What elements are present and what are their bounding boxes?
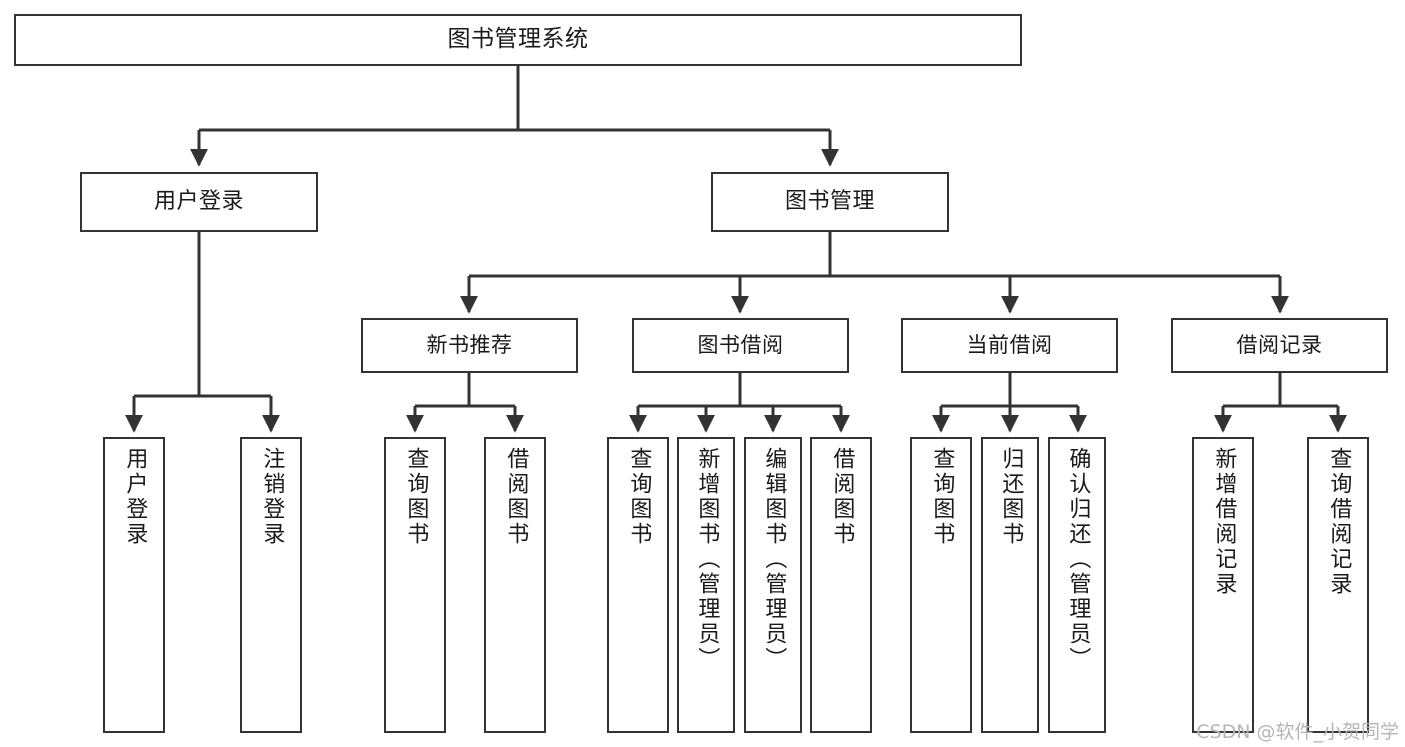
node-new-book-recommend[interactable]: 新书推荐 [361,318,578,373]
node-book-borrow-label: 图书借阅 [697,332,784,357]
leaf-query-book-current[interactable]: 查询图书 [910,437,972,733]
leaf-edit-book-admin[interactable]: 编辑图书（管理员） [744,437,802,733]
leaf-confirm-return-admin-label: 确认归还（管理员） [1065,447,1091,672]
leaf-return-book-label: 归还图书 [998,447,1024,547]
node-borrow-record[interactable]: 借阅记录 [1171,318,1388,373]
leaf-user-login-label: 用户登录 [122,447,148,547]
leaf-query-borrow-record-label: 查询借阅记录 [1326,447,1352,597]
node-book-management-label: 图书管理 [784,188,875,214]
leaf-borrow-book-recommend[interactable]: 借阅图书 [484,437,546,733]
leaf-query-book-borrow-label: 查询图书 [626,447,652,547]
leaf-query-book-recommend-label: 查询图书 [403,447,429,547]
leaf-edit-book-admin-label: 编辑图书（管理员） [761,447,787,672]
leaf-borrow-book-label: 借阅图书 [829,447,855,547]
leaf-query-book-borrow[interactable]: 查询图书 [607,437,669,733]
csdn-watermark: CSDN @软件_小贺同学 [1196,721,1399,743]
node-root-label: 图书管理系统 [447,26,589,53]
leaf-add-book-admin-label: 新增图书（管理员） [694,447,720,672]
node-current-borrow-label: 当前借阅 [966,332,1053,357]
leaf-add-borrow-record[interactable]: 新增借阅记录 [1192,437,1254,733]
node-current-borrow[interactable]: 当前借阅 [901,318,1118,373]
node-book-borrow[interactable]: 图书借阅 [632,318,849,373]
leaf-user-logout[interactable]: 注销登录 [240,437,302,733]
leaf-return-book[interactable]: 归还图书 [981,437,1039,733]
leaf-add-borrow-record-label: 新增借阅记录 [1211,447,1237,597]
node-user-login[interactable]: 用户登录 [80,172,318,232]
leaf-user-login[interactable]: 用户登录 [103,437,165,733]
node-book-management[interactable]: 图书管理 [711,172,949,232]
leaf-add-book-admin[interactable]: 新增图书（管理员） [677,437,735,733]
node-user-login-label: 用户登录 [153,188,244,214]
leaf-borrow-book[interactable]: 借阅图书 [810,437,872,733]
leaf-user-logout-label: 注销登录 [259,447,285,547]
leaf-borrow-book-recommend-label: 借阅图书 [503,447,529,547]
leaf-query-book-recommend[interactable]: 查询图书 [384,437,446,733]
leaf-query-borrow-record[interactable]: 查询借阅记录 [1307,437,1369,733]
leaf-confirm-return-admin[interactable]: 确认归还（管理员） [1048,437,1106,733]
node-borrow-record-label: 借阅记录 [1236,332,1323,357]
leaf-query-book-current-label: 查询图书 [929,447,955,547]
node-root[interactable]: 图书管理系统 [14,14,1022,66]
node-new-book-recommend-label: 新书推荐 [426,332,513,357]
